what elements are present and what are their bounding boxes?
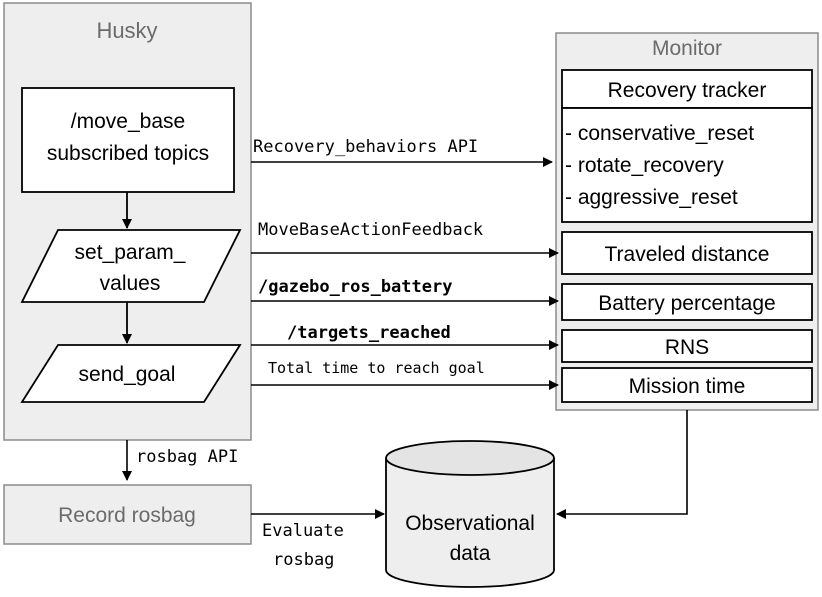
edge-label-recovery-api: Recovery_behaviors API xyxy=(253,137,478,157)
observational-label-line2: data xyxy=(450,542,491,565)
send-goal-label: send_goal xyxy=(79,363,176,386)
set-param-label-line1: set_param_ xyxy=(75,241,186,264)
recovery-tracker-title: Recovery tracker xyxy=(608,79,767,102)
observational-label-line1: Observational xyxy=(405,512,535,535)
move-base-label-line2: subscribed topics xyxy=(47,142,209,165)
recovery-item: - conservative_reset xyxy=(565,122,754,145)
recovery-item: - aggressive_reset xyxy=(565,186,738,209)
traveled-distance-label: Traveled distance xyxy=(605,243,770,266)
edge-label-rosbag-api: rosbag API xyxy=(136,447,238,467)
observational-data-node: Observational data xyxy=(385,440,555,588)
set-param-node: set_param_ values xyxy=(20,229,242,303)
edge-label-evaluate-line2: rosbag xyxy=(273,550,334,570)
mission-time-node: Mission time xyxy=(561,367,813,403)
send-goal-node: send_goal xyxy=(20,344,242,403)
edge-label-feedback: MoveBaseActionFeedback xyxy=(258,220,483,240)
edge-label-evaluate-line1: Evaluate xyxy=(262,521,344,541)
rns-node: RNS xyxy=(561,329,813,363)
set-param-label-line2: values xyxy=(100,272,161,295)
battery-percentage-label: Battery percentage xyxy=(598,292,775,315)
monitor-title: Monitor xyxy=(652,37,722,60)
record-rosbag-node: Record rosbag xyxy=(3,484,252,545)
arrow-monitor-to-data xyxy=(556,410,688,519)
traveled-distance-node: Traveled distance xyxy=(561,231,813,275)
rns-label: RNS xyxy=(665,336,709,359)
move-base-label-line1: /move_base xyxy=(71,110,185,133)
husky-title: Husky xyxy=(96,18,157,43)
recovery-tracker-node: Recovery tracker - conservative_reset - … xyxy=(561,69,813,223)
mission-time-label: Mission time xyxy=(629,375,746,398)
edge-label-battery: /gazebo_ros_battery xyxy=(258,277,452,297)
edge-label-targets: /targets_reached xyxy=(287,323,451,343)
move-base-node: /move_base subscribed topics xyxy=(21,87,235,193)
record-rosbag-label: Record rosbag xyxy=(58,504,196,527)
edge-label-total-time: Total time to reach goal xyxy=(268,359,485,377)
battery-percentage-node: Battery percentage xyxy=(561,283,813,321)
recovery-item: - rotate_recovery xyxy=(565,154,724,177)
